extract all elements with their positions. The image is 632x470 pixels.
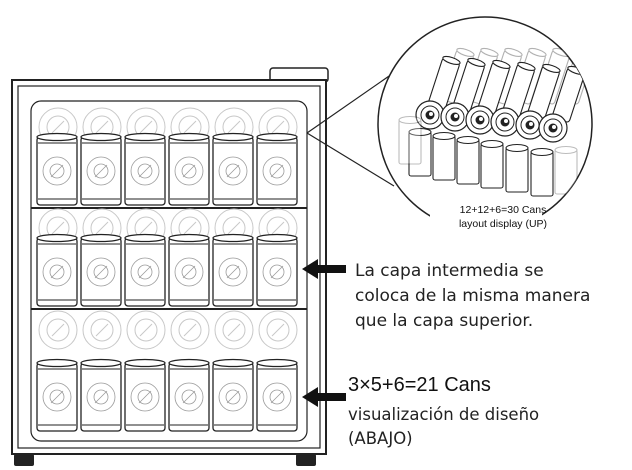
inset-caption: 12+12+6=30 Cans layout display (UP) <box>428 203 578 231</box>
bottom-layer-heading: 3×5+6=21 Cans <box>348 374 491 396</box>
beer-can-icon <box>36 358 78 432</box>
beer-can-icon <box>465 105 495 135</box>
beer-can-icon <box>212 132 254 206</box>
beer-can-icon <box>124 358 166 432</box>
bottom-note-line2: (ABAJO) <box>348 429 413 448</box>
zoom-inset <box>377 16 593 234</box>
middle-note-line3: que la capa superior. <box>355 311 534 331</box>
beer-can-icon <box>168 358 210 432</box>
beer-can-icon <box>36 132 78 206</box>
beer-can-icon <box>124 233 166 307</box>
arrow-icon <box>302 387 346 407</box>
beer-can-icon <box>80 233 122 307</box>
beer-can-icon <box>168 132 210 206</box>
beer-can-icon <box>80 132 122 206</box>
middle-layer-note: La capa intermedia se coloca de la misma… <box>355 259 630 334</box>
beer-can-icon <box>168 233 210 307</box>
beer-can-icon <box>36 233 78 307</box>
zoom-connector-lines <box>306 73 395 187</box>
beer-can-icon <box>212 358 254 432</box>
beer-can-icon <box>538 113 568 143</box>
beer-can-icon <box>256 233 298 307</box>
middle-note-line1: La capa intermedia se <box>355 261 544 281</box>
beer-can-icon <box>80 358 122 432</box>
beer-can-icon <box>124 132 166 206</box>
bottom-note-line1: visualización de diseño <box>348 405 540 424</box>
inset-caption-line1: 12+12+6=30 Cans <box>459 204 547 216</box>
beer-can-icon <box>440 102 470 132</box>
middle-note-line2: coloca de la misma manera <box>355 286 591 306</box>
beer-can-icon <box>490 107 520 137</box>
beer-can-icon <box>212 233 254 307</box>
inset-caption-line2: layout display (UP) <box>458 218 548 230</box>
arrow-icon <box>302 259 346 279</box>
bottom-layer-note: visualización de diseño (ABAJO) <box>348 403 628 451</box>
beer-can-icon <box>256 132 298 206</box>
beer-can-icon <box>256 358 298 432</box>
